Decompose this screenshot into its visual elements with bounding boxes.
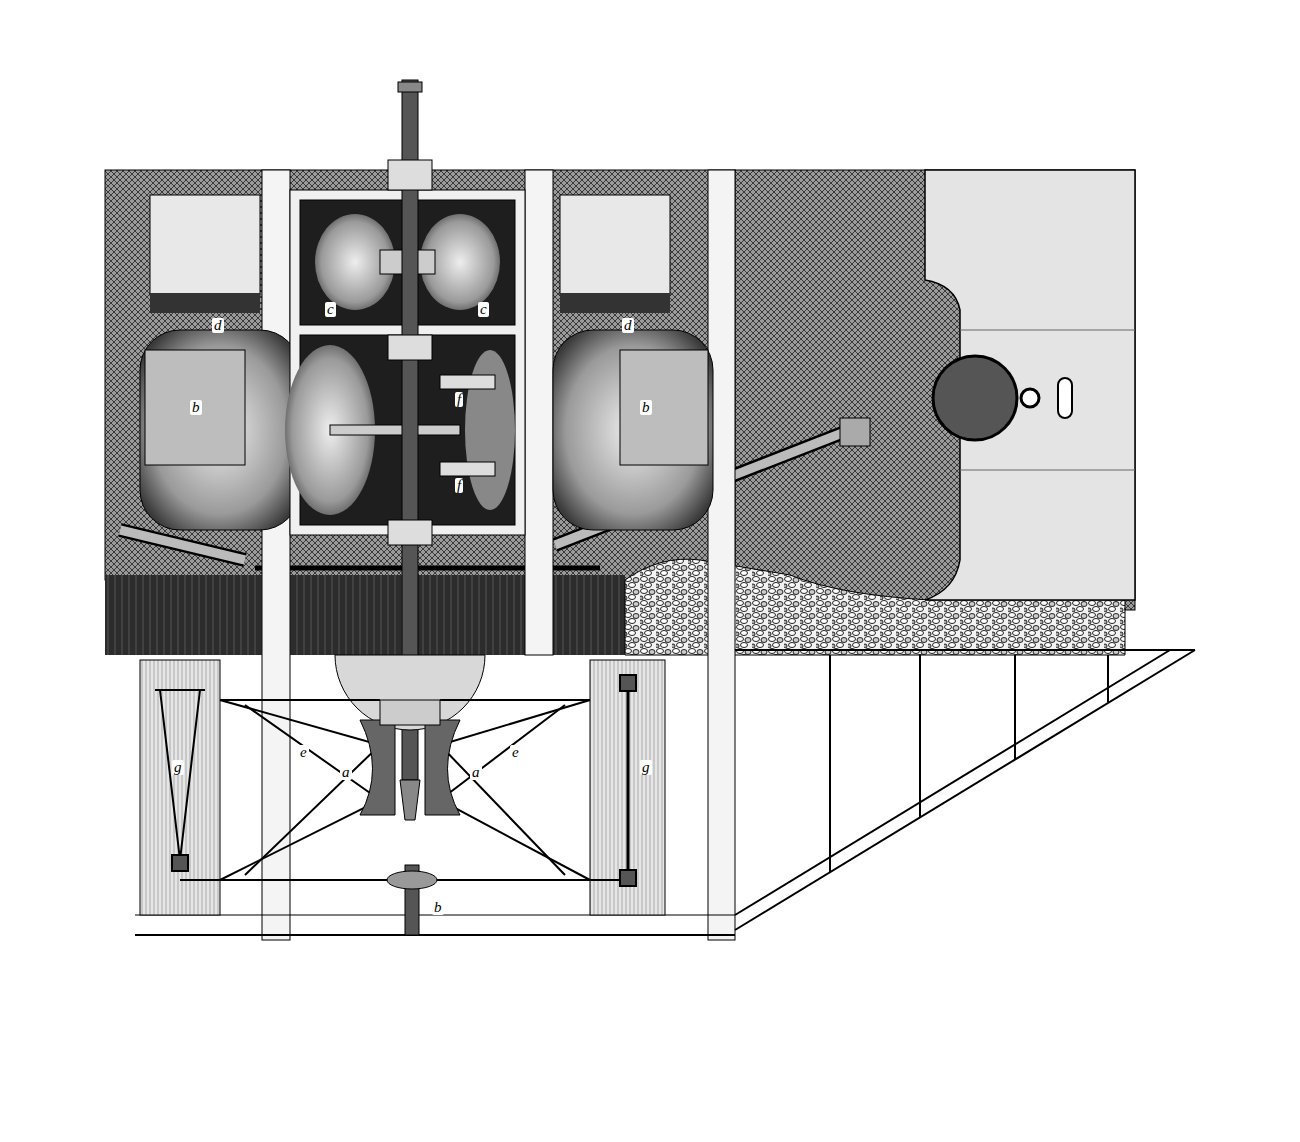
callout-letter: c <box>478 302 489 317</box>
callout-letter: a <box>340 765 352 780</box>
callout-letter: e <box>510 745 521 760</box>
callout-letter: g <box>640 760 652 775</box>
callout-letter: d <box>212 318 224 333</box>
callout-letter: f <box>455 392 463 407</box>
callout-letter: f <box>455 478 463 493</box>
callout-letter: d <box>622 318 634 333</box>
callout-letter: c <box>325 302 336 317</box>
callout-letter: g <box>172 760 184 775</box>
callout-letter: a <box>470 765 482 780</box>
callout-letter: b <box>190 400 202 415</box>
callout-letter: b <box>640 400 652 415</box>
callout-letter: e <box>298 745 309 760</box>
callout-letter: b <box>432 900 444 915</box>
